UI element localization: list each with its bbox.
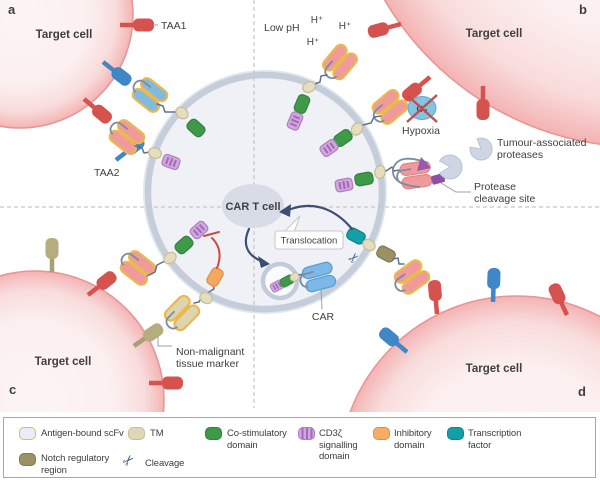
protease-icon — [469, 137, 493, 161]
tissue-marker-antigen — [46, 238, 59, 272]
car-t-cell-label: CAR T cell — [225, 201, 280, 213]
legend-notch-glyph — [19, 453, 36, 466]
costimulatory-domain — [353, 170, 375, 188]
red-antigen-bound — [80, 94, 114, 126]
inhibition-arrow — [211, 237, 221, 269]
proteases-label-2: proteases — [497, 149, 543, 161]
target-cell-label-b: Target cell — [466, 28, 523, 40]
legend-scfv-glyph — [19, 427, 36, 440]
panel-c — [46, 218, 226, 390]
marker-leader — [157, 336, 172, 347]
panel-a — [80, 19, 208, 172]
red-antigen — [428, 280, 444, 315]
car-leader — [320, 289, 323, 310]
notch-regulatory-region — [374, 243, 398, 265]
scfv-beige-bound — [158, 292, 203, 337]
masked-scfv — [317, 41, 361, 86]
legend-cleavage-glyph: ✂ — [118, 450, 139, 470]
legend-item-tm: TM — [150, 428, 164, 439]
scfv-pink-bound — [103, 114, 148, 158]
masked-scfv — [388, 256, 433, 300]
target-cell-a — [0, 0, 134, 129]
cleavage-site-leader — [440, 182, 471, 193]
cleavage-site-label-2: cleavage site — [474, 193, 535, 205]
scissors-icon: ✂ — [118, 450, 139, 470]
h-plus-label: H⁺ — [307, 37, 320, 48]
legend-costim-glyph — [205, 427, 222, 440]
target-cell-label-a: Target cell — [36, 29, 93, 41]
panel-label-c: c — [9, 382, 16, 397]
translocation-arrow-vesicle — [244, 227, 263, 263]
car-label: CAR — [312, 311, 335, 323]
target-cell-d — [338, 295, 600, 480]
legend-inhibitory-glyph — [373, 427, 390, 440]
legend-cd3z-glyph — [298, 427, 315, 440]
legend-tf-glyph — [447, 427, 464, 440]
protease-icon — [438, 154, 463, 180]
cleavage-site-label-1: Protease — [474, 181, 516, 193]
target-cell-b — [383, 0, 600, 145]
legend-item-scfv: Antigen-bound scFv — [41, 428, 124, 439]
hypoxia-icon: O₂ — [406, 94, 438, 123]
scfv-pink-bound — [114, 245, 159, 289]
h-plus-label: H⁺ — [339, 21, 352, 32]
proteases-label-1: Tumour-associated — [497, 137, 587, 149]
target-cell-label-d: Target cell — [466, 363, 523, 375]
non-malignant-label-1: Non-malignant — [176, 346, 244, 358]
svg-text:Translocation: Translocation — [281, 236, 338, 247]
car-t-cell-halo — [143, 70, 387, 314]
synnotch-receptor: ✂ — [344, 225, 433, 300]
car-vesicle — [260, 260, 338, 310]
panel-b: O₂ — [285, 18, 493, 194]
h-plus-label: H⁺ — [311, 15, 324, 26]
legend-tm-glyph — [128, 427, 145, 440]
translocation-arrow-nucleus — [289, 204, 354, 231]
translocation-callout: Translocation — [274, 215, 344, 250]
inhibition-bar — [203, 231, 220, 237]
panel-label-b: b — [579, 2, 587, 17]
panel-label-a: a — [8, 2, 16, 17]
non-malignant-label-2: tissue marker — [176, 358, 240, 370]
hypoxia-label: Hypoxia — [402, 125, 440, 137]
cd3z-domain — [333, 176, 355, 194]
panel-label-d: d — [578, 384, 586, 399]
mask-linker-wire — [392, 157, 429, 188]
legend-item-cleavage: Cleavage — [145, 458, 185, 469]
taa1-label: TAA1 — [161, 20, 187, 32]
cleavage-arrowhead — [417, 157, 431, 171]
taa2-label: TAA2 — [94, 167, 120, 179]
car-t-nucleus — [222, 184, 284, 228]
target-cell-label-c: Target cell — [35, 356, 92, 368]
low-ph-label: Low pH — [264, 22, 300, 34]
